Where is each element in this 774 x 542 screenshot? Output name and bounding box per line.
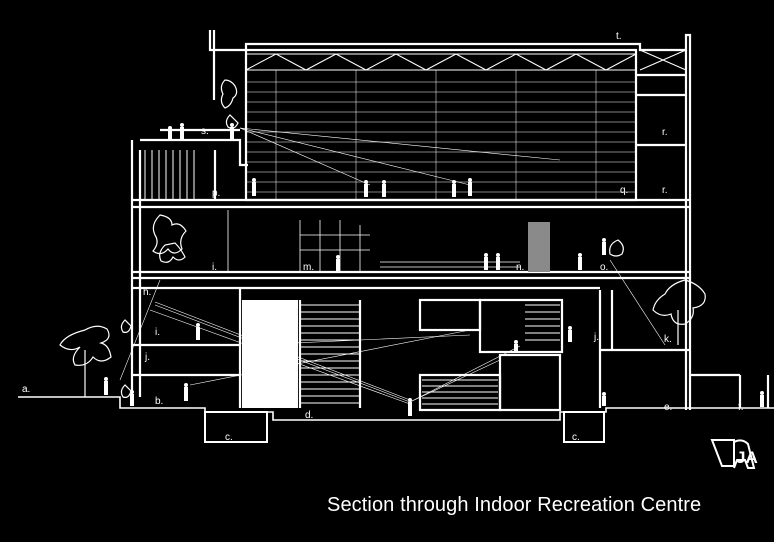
hall-sight-lines xyxy=(119,259,666,405)
figure xyxy=(196,323,200,340)
label-r-upper: r. xyxy=(662,127,668,138)
planter-k xyxy=(609,239,624,257)
figure xyxy=(382,180,386,197)
figure xyxy=(104,377,108,395)
figure xyxy=(168,126,172,140)
tree-left xyxy=(59,325,112,397)
figure xyxy=(252,178,256,196)
label-j-left: j. xyxy=(144,352,150,363)
label-s: s. xyxy=(201,126,209,137)
building-outline xyxy=(130,30,770,412)
figure xyxy=(130,390,134,406)
label-e: e. xyxy=(664,402,672,413)
label-i-lower: i. xyxy=(155,327,160,338)
label-i-upper: i. xyxy=(212,262,217,273)
trees xyxy=(59,79,706,398)
label-j-right: j. xyxy=(593,332,599,343)
lit-wall xyxy=(242,300,298,408)
label-o: o. xyxy=(600,262,608,273)
logo-text: JA xyxy=(736,448,758,467)
label-p: p. xyxy=(212,188,220,199)
figure xyxy=(578,253,582,270)
roof-trusses xyxy=(245,49,687,71)
figure xyxy=(184,383,188,401)
label-a: a. xyxy=(22,384,30,395)
figure xyxy=(452,180,456,197)
tree-right xyxy=(652,279,706,345)
label-b: b. xyxy=(155,396,163,407)
label-h: h. xyxy=(143,287,151,298)
label-q: q. xyxy=(620,185,628,196)
caption: Section through Indoor Recreation Centre xyxy=(327,494,702,516)
human-figures xyxy=(104,123,764,416)
logo: JA xyxy=(710,439,758,469)
figure xyxy=(364,180,368,197)
figure xyxy=(408,398,412,416)
shrub-left xyxy=(120,319,132,398)
middle-floor-glazing xyxy=(227,210,520,272)
label-k: k. xyxy=(664,334,672,345)
ground-line xyxy=(18,396,774,421)
figure xyxy=(602,238,606,255)
upper-sight-lines xyxy=(239,127,561,186)
figure xyxy=(468,178,472,196)
figure xyxy=(180,123,184,139)
hatch-bands xyxy=(144,150,560,405)
figure xyxy=(514,340,518,352)
figure xyxy=(568,326,572,342)
gym-wall-lines xyxy=(246,70,636,200)
label-d: d. xyxy=(305,410,313,421)
figure xyxy=(336,255,340,271)
label-t: t. xyxy=(616,31,622,42)
planter-top xyxy=(220,79,239,129)
label-m: m. xyxy=(303,262,314,273)
figure xyxy=(602,392,606,406)
figure xyxy=(249,323,255,343)
label-n: n. xyxy=(516,262,524,273)
section-labels: a. b. c. c. d. e. f. h. i. i. j. j. k. o… xyxy=(22,31,744,443)
label-c-left: c. xyxy=(225,432,233,443)
planter-left xyxy=(152,214,187,263)
figure xyxy=(230,123,234,139)
figure xyxy=(760,391,764,407)
grey-panel xyxy=(528,222,550,272)
figure xyxy=(484,253,488,270)
label-r-lower: r. xyxy=(662,185,668,196)
figure xyxy=(496,253,500,270)
label-c-right: c. xyxy=(572,432,580,443)
basement-pits xyxy=(204,411,605,443)
label-f: f. xyxy=(738,402,744,413)
